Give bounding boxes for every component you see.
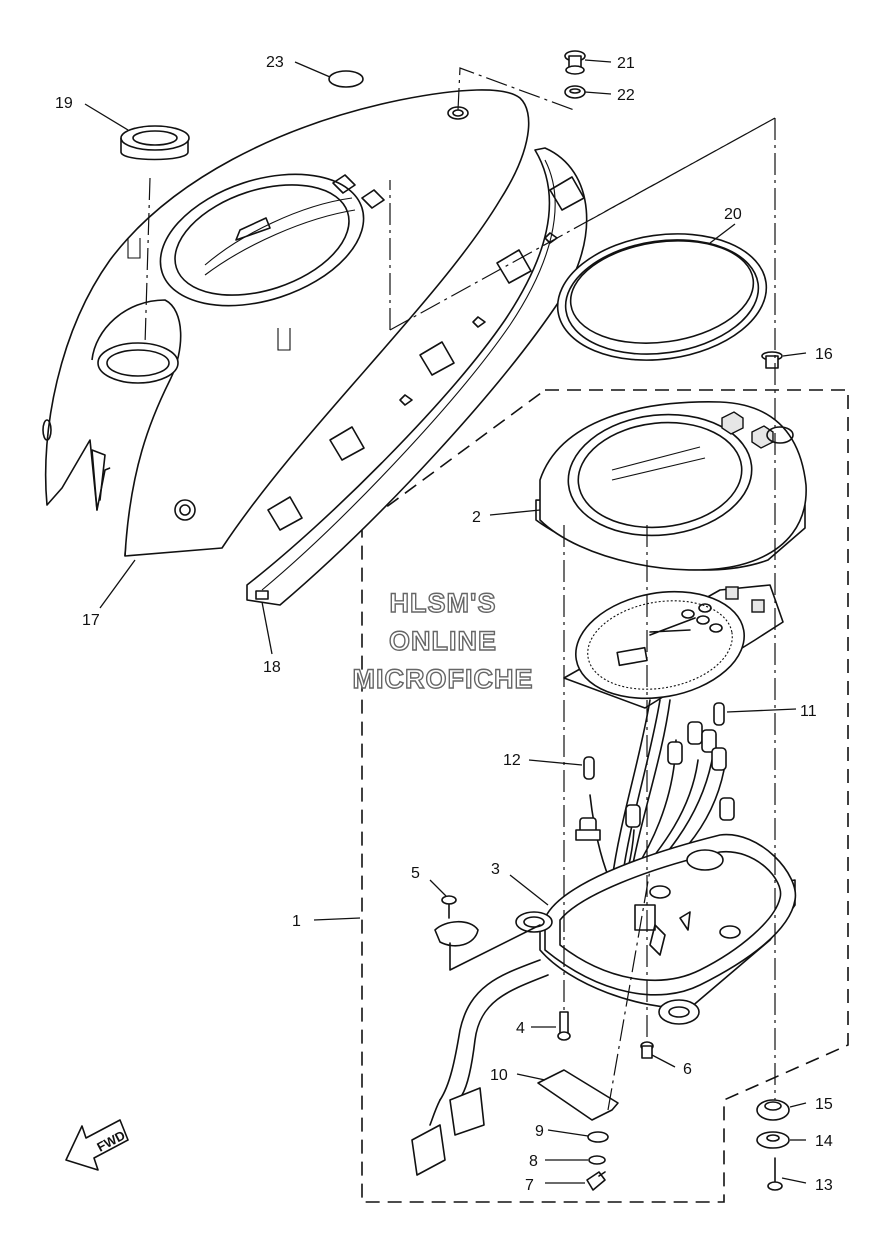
bulb-sockets bbox=[625, 721, 735, 828]
side-bracket bbox=[246, 147, 588, 606]
callout-17: 17 bbox=[82, 612, 100, 629]
callout-labels: 1 2 3 4 5 6 7 8 9 10 11 12 13 14 15 16 1… bbox=[55, 54, 833, 1194]
callout-10: 10 bbox=[490, 1067, 508, 1084]
clamp-5 bbox=[434, 895, 541, 971]
callout-8: 8 bbox=[529, 1153, 538, 1170]
washer-9 bbox=[587, 1131, 609, 1143]
callout-5: 5 bbox=[411, 865, 420, 882]
screw-21 bbox=[564, 50, 586, 75]
callout-19: 19 bbox=[55, 95, 73, 112]
bulb-11 bbox=[713, 702, 725, 726]
lens-ring-20 bbox=[556, 233, 768, 361]
callout-1: 1 bbox=[292, 913, 301, 930]
callout-14: 14 bbox=[815, 1133, 833, 1150]
meter-case bbox=[515, 833, 797, 1025]
callout-2: 2 bbox=[472, 509, 481, 526]
meter-housing bbox=[535, 401, 807, 571]
callout-6: 6 bbox=[683, 1061, 692, 1078]
collar-14 bbox=[756, 1131, 790, 1149]
assembly-boundary bbox=[361, 389, 849, 1203]
screw-16 bbox=[761, 351, 783, 369]
fwd-direction-arrow: FWD bbox=[65, 1119, 129, 1171]
callout-9: 9 bbox=[535, 1123, 544, 1140]
grommet-19 bbox=[120, 125, 190, 161]
plate-10 bbox=[537, 1069, 619, 1121]
callout-13: 13 bbox=[815, 1177, 833, 1194]
callout-11: 11 bbox=[800, 703, 817, 720]
alignment-lines bbox=[144, 67, 776, 1111]
meter-dial-board bbox=[563, 584, 784, 709]
watermark-line-3: MICROFICHE bbox=[353, 664, 534, 694]
wire-harness bbox=[411, 959, 549, 1176]
watermark-line-2: ONLINE bbox=[389, 626, 497, 656]
callout-20: 20 bbox=[724, 206, 742, 223]
watermark-line-1: HLSM'S bbox=[390, 588, 497, 618]
callout-4: 4 bbox=[516, 1020, 525, 1037]
screw-7 bbox=[586, 1171, 606, 1191]
callout-7: 7 bbox=[525, 1177, 534, 1194]
callout-22: 22 bbox=[617, 87, 635, 104]
washer-8 bbox=[588, 1155, 606, 1165]
callout-23: 23 bbox=[266, 54, 284, 71]
callout-3: 3 bbox=[491, 861, 500, 878]
meter-cover bbox=[42, 89, 530, 557]
leader-lines bbox=[84, 59, 807, 1184]
callout-12: 12 bbox=[503, 752, 521, 769]
grommet-15 bbox=[756, 1099, 790, 1121]
watermark: HLSM'S ONLINE MICROFICHE bbox=[352, 587, 534, 694]
bulb-12 bbox=[575, 756, 601, 841]
bolt-13 bbox=[767, 1157, 783, 1191]
plug-23 bbox=[328, 70, 364, 88]
callout-15: 15 bbox=[815, 1096, 833, 1113]
screw-4 bbox=[557, 1011, 571, 1041]
callout-18: 18 bbox=[263, 659, 281, 676]
screw-6 bbox=[640, 1041, 654, 1059]
callout-16: 16 bbox=[815, 346, 833, 363]
callout-21: 21 bbox=[617, 55, 635, 72]
nut-22 bbox=[564, 85, 586, 99]
